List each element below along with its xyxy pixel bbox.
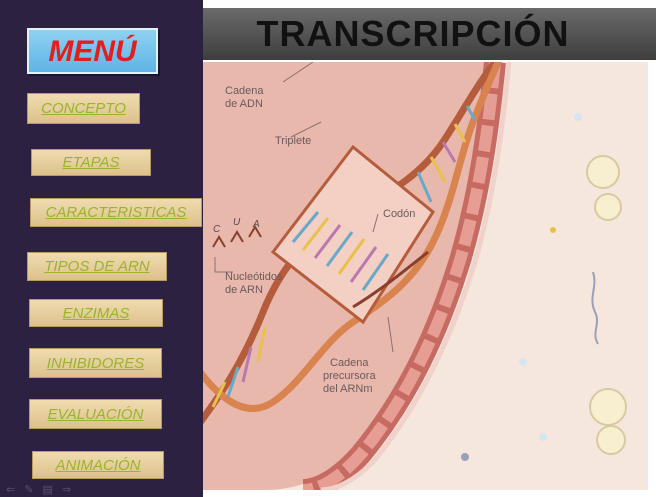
label-nucleotidos-line2: de ARN (225, 284, 263, 296)
menu-item-etapas[interactable]: ETAPAS (31, 149, 151, 176)
menu-item-tipos-de-arn[interactable]: TIPOS DE ARN (27, 252, 167, 281)
label-cadena-adn-line2: de ADN (225, 98, 263, 110)
label-precursor-line3: del ARNm (323, 383, 373, 395)
base-label-u: U (233, 217, 241, 228)
menu-item-inhibidores[interactable]: INHIBIDORES (29, 348, 162, 378)
pencil-icon[interactable]: ✎ (24, 484, 33, 496)
transcription-illustration: Cadena de ADN Triplete Codón Nucleótidos… (203, 62, 648, 490)
menu-item-enzimas[interactable]: ENZIMAS (29, 299, 163, 327)
back-arrow-icon[interactable]: ⇐ (6, 484, 15, 496)
base-label-c: C (213, 224, 221, 235)
label-precursor-line2: precursora (323, 370, 376, 382)
menu-item-evaluacion[interactable]: EVALUACIÓN (29, 399, 162, 429)
menu-item-caracteristicas[interactable]: CARACTERISTICAS (30, 198, 202, 227)
menu-header: MENÚ (27, 28, 158, 74)
forward-arrow-icon[interactable]: ⇒ (62, 484, 71, 496)
label-codon: Codón (383, 208, 415, 220)
menu-item-animacion[interactable]: ANIMACIÓN (32, 451, 164, 479)
menu-item-concepto[interactable]: CONCEPTO (27, 93, 140, 124)
page-title: TRANSCRIPCIÓN (203, 8, 623, 60)
base-label-a: A (252, 219, 260, 230)
label-nucleotidos-line1: Nucleótidos (225, 271, 283, 283)
label-cadena-adn-line1: Cadena (225, 85, 264, 97)
label-precursor-line1: Cadena (330, 357, 369, 369)
label-triplete: Triplete (275, 135, 311, 147)
nav-controls: ⇐ ✎ ▤ ⇒ (6, 484, 71, 496)
menu-icon[interactable]: ▤ (42, 484, 52, 496)
